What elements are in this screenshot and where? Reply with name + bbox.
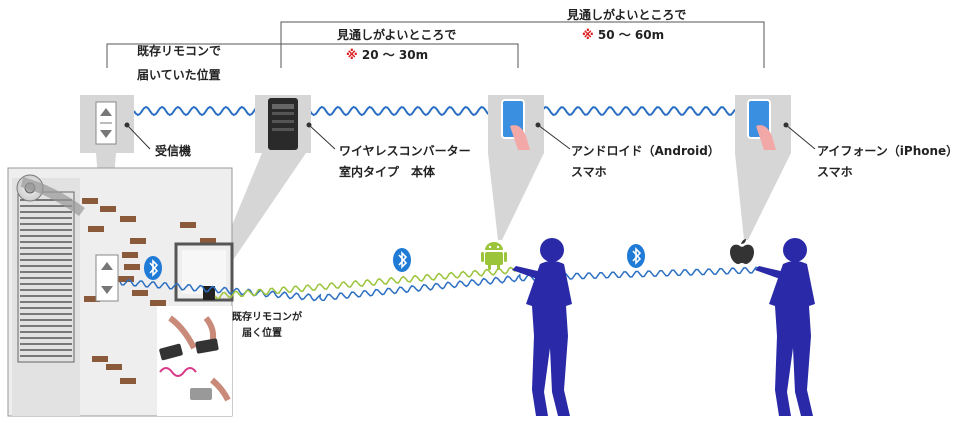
range-50-60-distance: ※ 50 ～ 60m [582, 26, 664, 43]
bottom-wave-green [214, 266, 516, 300]
apple-logo-icon [730, 239, 754, 264]
note-mark: ※ [346, 48, 358, 62]
range-20-30-distance: ※ 20 ～ 30m [346, 46, 428, 63]
top-wave-line [133, 105, 736, 117]
brick [124, 264, 140, 270]
brick-wall [82, 198, 216, 384]
brick [82, 198, 98, 204]
brick [92, 356, 108, 362]
person-with-android [512, 238, 572, 416]
note-mark: ※ [582, 28, 594, 42]
android-callout-beam [488, 153, 544, 240]
brick [132, 290, 148, 296]
brick [120, 378, 136, 384]
leader-lines [124, 122, 816, 150]
remote-reach-label-line1: 既存リモコンが [232, 312, 302, 323]
range-50-60-title: 見通しがよいところで [567, 8, 687, 22]
brick [120, 216, 136, 222]
iphone-label-line2: スマホ [817, 165, 853, 179]
brick [122, 252, 138, 258]
range-bracket-50-60m [280, 21, 765, 68]
brick [200, 238, 216, 244]
distance-value: 20 ～ 30m [361, 48, 429, 62]
converter-label-line1: ワイヤレスコンバーター [339, 144, 471, 158]
receiver-label: 受信機 [155, 144, 192, 158]
converter-device [255, 95, 311, 153]
converter-label-line2: 室内タイプ 本体 [339, 165, 436, 179]
brick [180, 222, 196, 228]
brick [150, 300, 166, 306]
bluetooth-icon [393, 248, 411, 272]
range-20-30-title: 見通しがよいところで [337, 28, 457, 42]
brick [106, 364, 122, 370]
android-robot-icon [481, 242, 507, 270]
garage-room [7, 167, 234, 417]
remote-reach-label-line2: 届く位置 [242, 328, 282, 339]
brick [88, 226, 104, 232]
android-label-line1: アンドロイド（Android） [571, 144, 720, 158]
android-label-line2: スマホ [571, 165, 607, 179]
iphone-callout-beam [735, 153, 791, 240]
range-bracket-20-30m [280, 43, 519, 68]
bluetooth-icon [627, 244, 645, 268]
bottom-wave-blue [119, 266, 761, 302]
existing-remote-range-label-line1: 既存リモコンで [137, 44, 222, 58]
brick [84, 296, 100, 302]
existing-remote-range-label-line2: 届いていた位置 [137, 68, 221, 82]
brick [100, 206, 116, 212]
shutter-slats [20, 199, 72, 357]
bluetooth-icon [144, 256, 162, 280]
distance-value: 50 ～ 60m [597, 28, 665, 42]
brick [118, 276, 134, 282]
person-with-iphone [755, 238, 815, 416]
android-phone-device [488, 95, 544, 153]
iphone-label-line1: アイフォーン（iPhone） [817, 144, 959, 158]
iphone-device [735, 95, 791, 153]
brick [130, 238, 146, 244]
